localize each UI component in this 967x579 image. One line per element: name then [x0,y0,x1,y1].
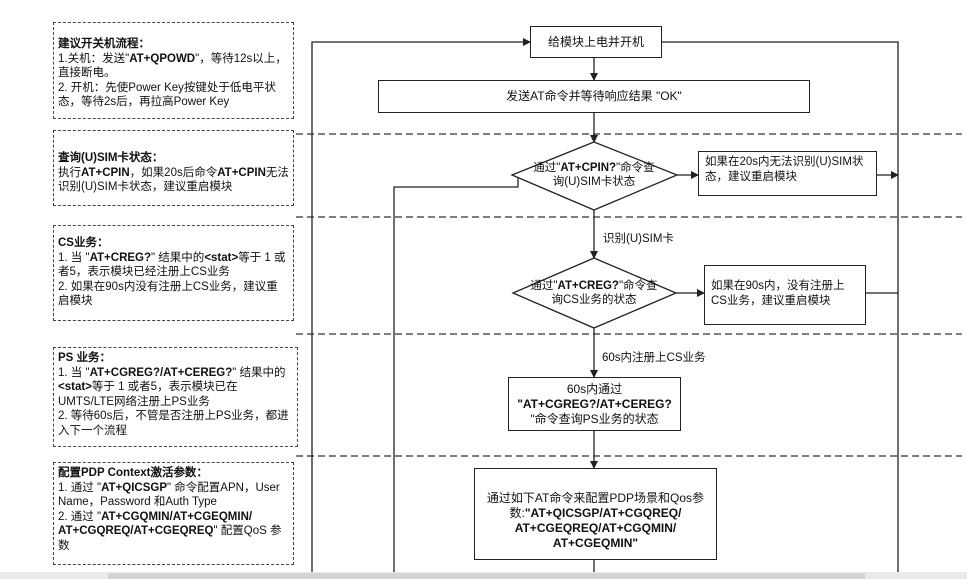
note-power-onoff-line2: 2. 开机：先使Power Key按键处于低电平状态，等待2s后，再拉高Powe… [58,81,276,109]
creg-decision-text: 通过"AT+CREG?"命令查询CS业务的状态 [530,280,658,306]
note-sim-status: 查询(U)SIM卡状态： 执行AT+CPIN，如果20s后命令AT+CPIN无法… [53,130,294,206]
scrollbar-thumb[interactable] [108,573,865,579]
note-power-onoff: 建议开关机流程： 1.关机：发送"AT+QPOWD"，等待12s以上，直接断电。… [53,22,294,119]
creg-decision-diamond [511,257,678,329]
loop-cpin-retry [393,175,519,579]
cpin-decision-diamond [510,141,679,211]
note-cs-title: CS业务： [58,237,109,249]
note-power-onoff-title: 建议开关机流程： [58,38,150,50]
note-sim-title: 查询(U)SIM卡状态： [58,152,164,164]
pdp-config-box: 通过如下AT命令来配置PDP场景和Qos参数:"AT+QICSGP/AT+CGQ… [474,468,717,560]
note-pdp-context: 配置PDP Context激活参数： 1. 通过 "AT+QICSGP" 命令配… [53,462,294,565]
note-cs-service: CS业务： 1. 当 "AT+CREG?" 结果中的<stat>等于 1 或者5… [53,225,294,321]
loop-restart-line [311,38,531,579]
creg-fail-box: 如果在90s内，没有注册上CS业务，建议重启模块 [704,265,866,325]
note-cs-line2: 2. 如果在90s内没有注册上CS业务，建议重启模块 [58,280,278,308]
note-ps-title: PS 业务： [58,352,112,364]
power-on-box: 给模块上电并开机 [530,26,662,58]
note-ps-line2: 2. 等待60s后，不管是否注册上PS业务，都进入下一个流程 [58,410,289,437]
cpin-fail-box: 如果在20s内无法识别(U)SIM状态，建议重启模块 [698,151,877,196]
cgreg-box: 60s内通过 "AT+CGREG?/AT+CEREG? "命令查询PS业务的状态 [508,377,681,431]
note-pdp-title: 配置PDP Context激活参数： [58,467,208,479]
sim-recognized-label: 识别(U)SIM卡 [603,233,674,245]
note-ps-service: PS 业务： 1. 当 "AT+CGREG?/AT+CEREG?" 结果中的<s… [53,347,298,447]
right-reset-line [662,41,899,579]
send-at-box: 发送AT命令并等待响应结果 "OK" [378,80,810,113]
section-separators [296,133,962,457]
cs-registered-label: 60s内注册上CS业务 [602,352,706,364]
cpin-decision-text: 通过"AT+CPIN?"命令查询(U)SIM卡状态 [533,162,655,188]
horizontal-scrollbar[interactable] [0,572,967,579]
